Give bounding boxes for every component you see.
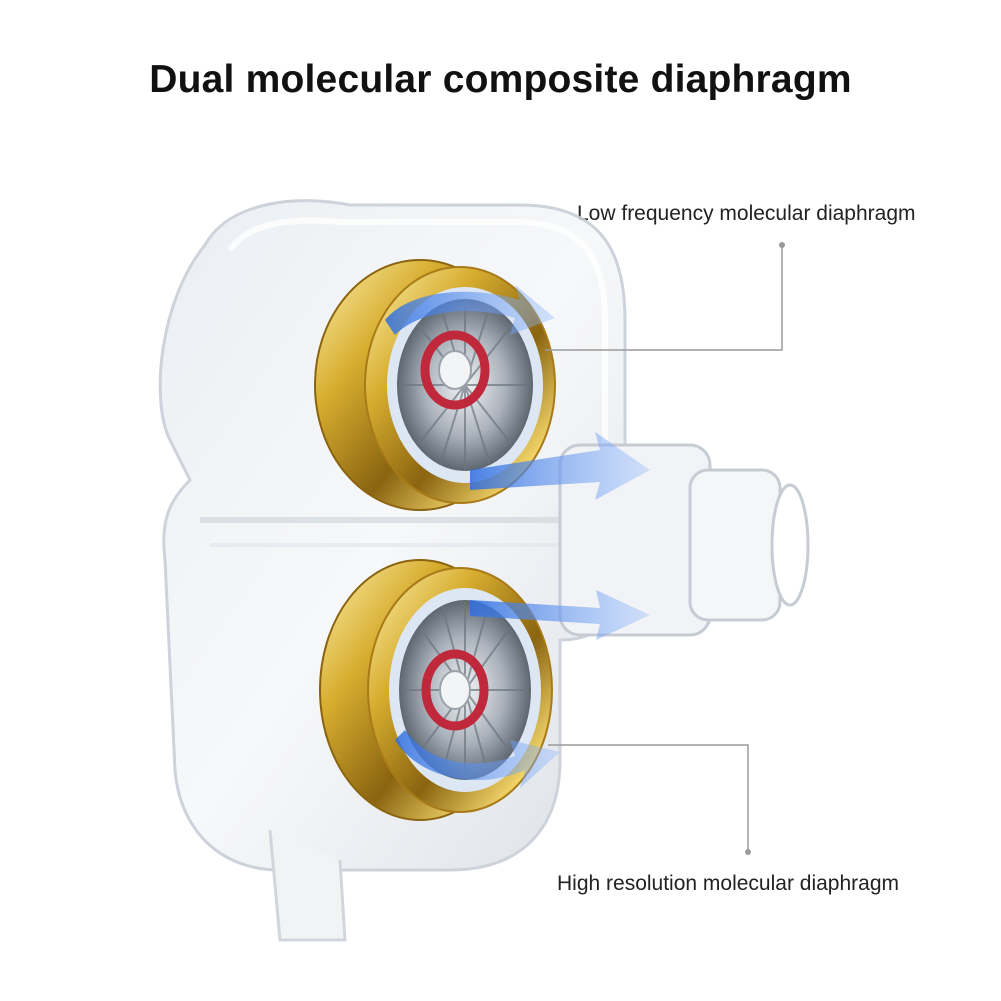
leader-line-high — [548, 744, 751, 855]
label-low-frequency: Low frequency molecular diaphragm — [577, 202, 916, 225]
upper-driver — [314, 259, 650, 511]
page-title: Dual molecular composite diaphragm — [149, 58, 852, 101]
lower-driver — [319, 559, 650, 821]
leader-line-low — [545, 242, 785, 351]
label-high-resolution: High resolution molecular diaphragm — [557, 872, 900, 895]
earphone-nozzle — [558, 443, 810, 637]
